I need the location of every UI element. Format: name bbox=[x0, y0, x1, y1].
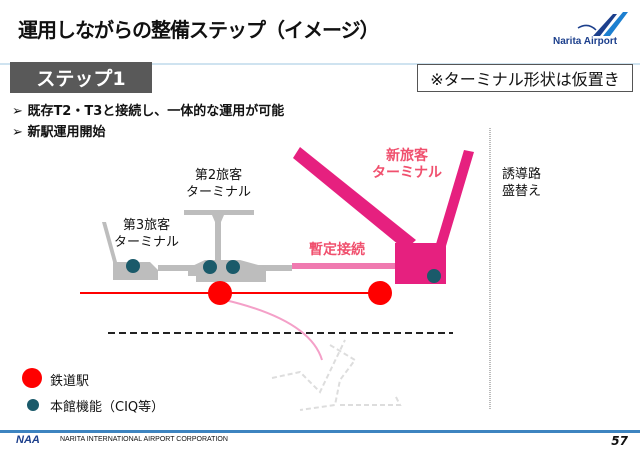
t2-label: 第2旅客ターミナル bbox=[186, 168, 252, 200]
logo-text: Narita Airport bbox=[553, 36, 618, 47]
naa-logo: NAA bbox=[16, 434, 40, 446]
temporary-connection-label: 暫定接続 bbox=[309, 242, 365, 258]
narita-airport-logo bbox=[577, 12, 628, 36]
station-new bbox=[368, 281, 392, 305]
t2-pier-stem bbox=[212, 215, 224, 262]
legend-ciq-icon bbox=[27, 399, 39, 411]
corporation-name: NARITA INTERNATIONAL AIRPORT CORPORATION bbox=[60, 436, 228, 443]
new-terminal-label: 新旅客ターミナル bbox=[372, 148, 442, 181]
step-badge: ステップ1 bbox=[10, 62, 152, 93]
rail-branch-curve bbox=[224, 299, 323, 361]
header-divider bbox=[0, 63, 640, 65]
legend-station-label: 鉄道駅 bbox=[50, 374, 90, 389]
t2-building bbox=[188, 260, 266, 282]
bullet-marker: ➢ bbox=[12, 125, 23, 140]
legend-station-icon bbox=[22, 368, 42, 388]
page-number: 57 bbox=[611, 434, 628, 448]
note-box: ※ターミナル形状は仮置き bbox=[417, 64, 633, 92]
ciq-t2-b bbox=[226, 260, 240, 274]
bullet-text: 既存T2・T3と接続し、一体的な運用が可能 bbox=[27, 104, 285, 119]
taxiway-relocation-label: 誘導路盛替え bbox=[502, 167, 542, 199]
new-terminal-right-pier bbox=[436, 150, 474, 246]
ciq-t3 bbox=[126, 259, 140, 273]
temporary-connection bbox=[292, 263, 395, 269]
bullet-text: 新駅運用開始 bbox=[27, 125, 106, 140]
legend-ciq-label: 本館機能（CIQ等） bbox=[50, 400, 165, 415]
ciq-t2-a bbox=[203, 260, 217, 274]
footer-divider bbox=[0, 430, 640, 433]
ciq-new bbox=[427, 269, 441, 283]
t3-pier bbox=[102, 222, 117, 262]
bullet-2: ➢ 新駅運用開始 bbox=[12, 121, 105, 140]
bullet-marker: ➢ bbox=[12, 104, 23, 119]
future-layout-sketch bbox=[271, 339, 402, 411]
t3-label: 第3旅客ターミナル bbox=[114, 218, 180, 250]
page-title: 運用しながらの整備ステップ（イメージ） bbox=[18, 18, 380, 42]
bullet-1: ➢ 既存T2・T3と接続し、一体的な運用が可能 bbox=[12, 100, 284, 119]
new-terminal-left-pier bbox=[293, 147, 416, 250]
station-t2 bbox=[208, 281, 232, 305]
t2-pier-head bbox=[184, 210, 254, 215]
